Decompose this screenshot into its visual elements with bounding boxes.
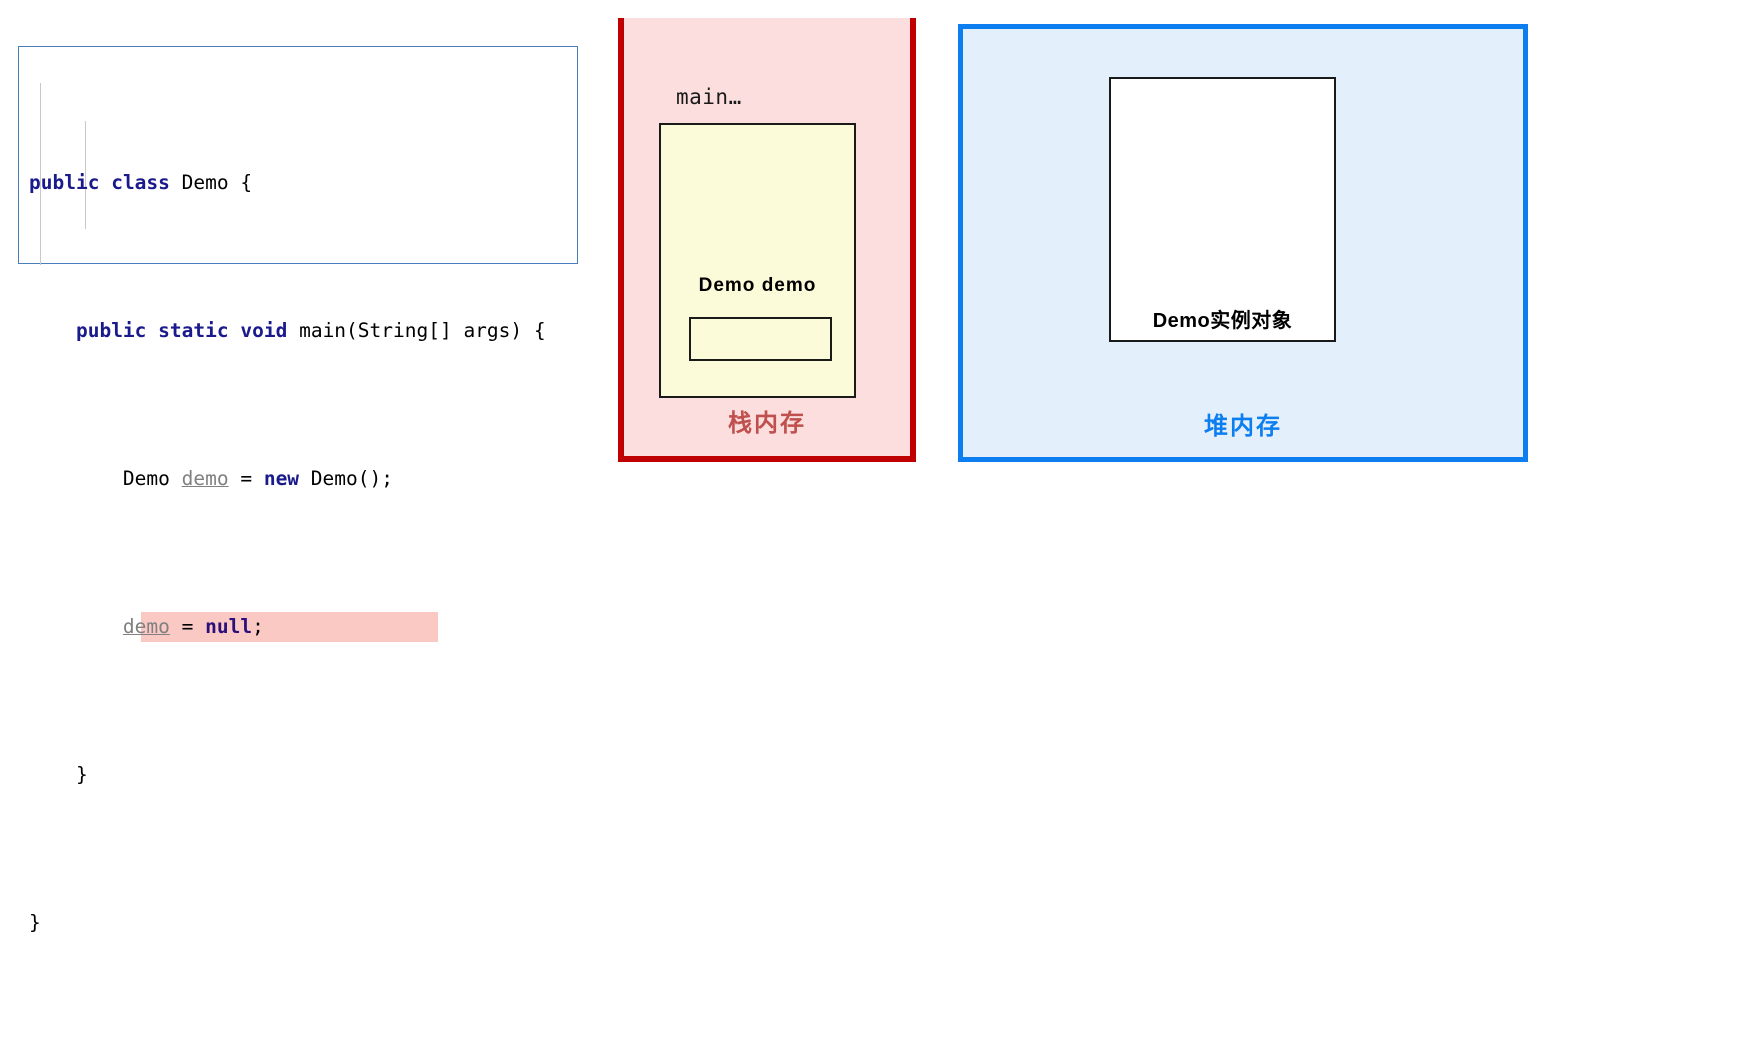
indent-guide-level-2 [85, 121, 86, 229]
code-token-text: main(String[] args) { [287, 319, 546, 342]
code-line-6: } [29, 904, 573, 941]
code-token-brace: } [29, 763, 88, 786]
stack-variable-value-slot [689, 317, 832, 361]
code-line-2: public static void main(String[] args) { [29, 312, 573, 349]
code-token-brace: } [29, 911, 41, 934]
code-lines: public class Demo { public static void m… [29, 53, 573, 1052]
code-token-keyword: public [29, 171, 100, 194]
code-token-semicolon: ; [252, 615, 264, 638]
code-token-space [229, 319, 241, 342]
stack-memory-panel: main… Demo demo 栈内存 [618, 18, 916, 462]
code-token-keyword: static [158, 319, 229, 342]
code-token-text: Demo(); [299, 467, 393, 490]
code-token-keyword-null: null [205, 615, 253, 638]
code-token-variable: demo [181, 467, 229, 490]
code-token-keyword: void [240, 319, 288, 342]
code-token-text: Demo { [169, 171, 253, 194]
stack-frame-box: Demo demo [659, 123, 856, 398]
code-token-indent [29, 615, 123, 638]
code-line-5: } [29, 756, 573, 793]
code-token-indent [29, 319, 76, 342]
heap-memory-caption: 堆内存 [1204, 413, 1282, 440]
code-editor-panel: public class Demo { public static void m… [18, 46, 578, 934]
stack-frame-label: main… [676, 85, 742, 109]
code-token-space [99, 171, 111, 194]
code-token-space [146, 319, 158, 342]
code-token-text: Demo [29, 467, 182, 490]
code-token-keyword: new [263, 467, 300, 490]
heap-memory-panel: Demo实例对象 堆内存 [958, 24, 1528, 462]
code-line-1: public class Demo { [29, 164, 573, 201]
code-line-4-highlighted: demo = null; [29, 608, 573, 645]
stack-memory-caption: 栈内存 [728, 410, 806, 437]
code-token-keyword: class [111, 171, 170, 194]
code-token-operator: = [169, 615, 206, 638]
code-token-variable: demo [122, 615, 170, 638]
code-token-keyword: public [75, 319, 147, 342]
stack-variable-label: Demo demo [698, 275, 817, 296]
heap-object-box: Demo实例对象 [1109, 77, 1336, 342]
code-line-3: Demo demo = new Demo(); [29, 460, 573, 497]
heap-object-label: Demo实例对象 [1152, 310, 1293, 332]
indent-guide-level-1 [40, 83, 41, 265]
code-token-operator: = [228, 467, 264, 490]
